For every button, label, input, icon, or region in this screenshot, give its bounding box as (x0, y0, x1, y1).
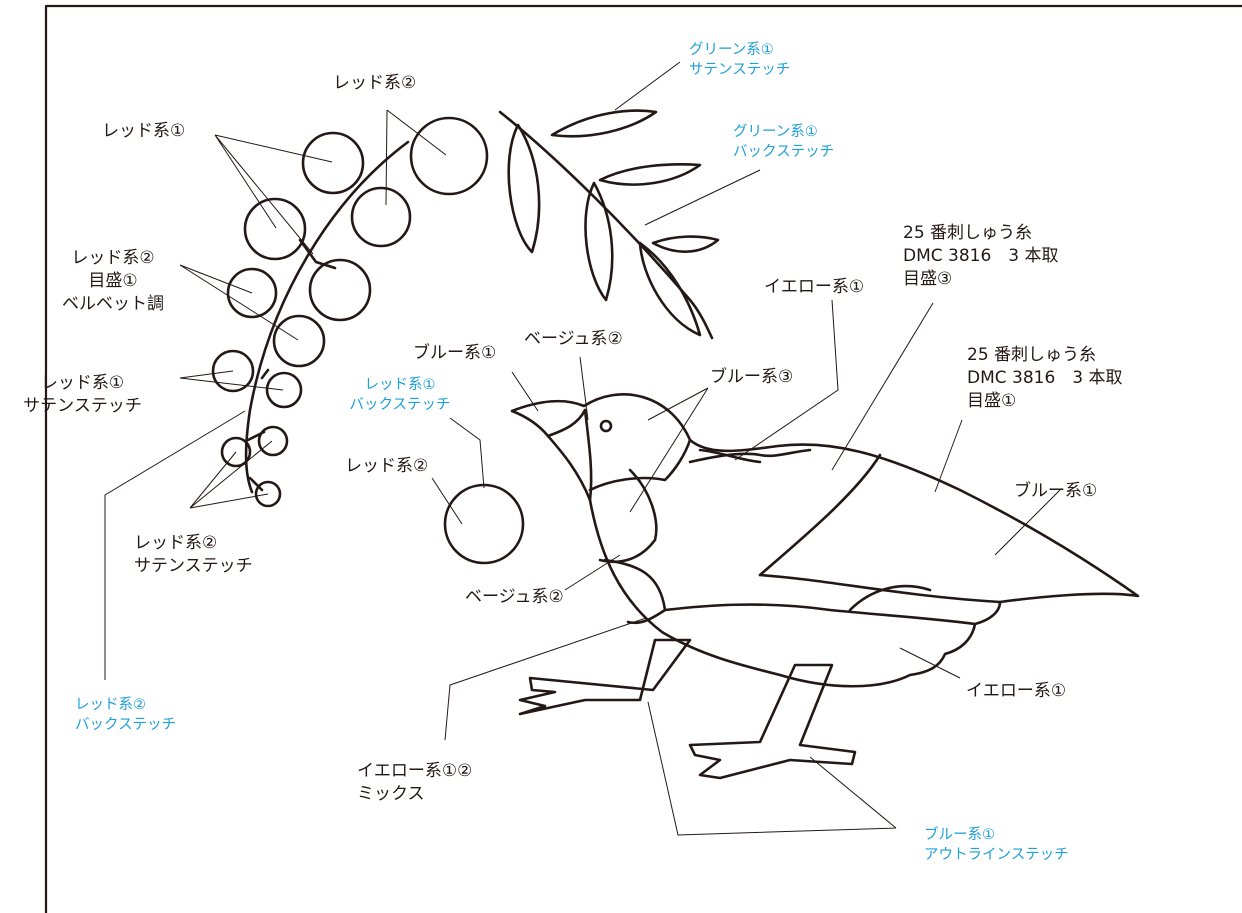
berry-circle (220, 436, 252, 468)
leader-line (734, 299, 839, 461)
leader-line (179, 370, 284, 391)
berry-circle (265, 371, 303, 409)
bird-body-outline (510, 393, 1140, 688)
label-red2-velvet: レッド系② 目盛① ベルベット調 (62, 248, 164, 314)
label-red2-back: レッド系② バックステッチ (75, 697, 177, 733)
label-yellow1-right: イエロー系① (966, 681, 1067, 701)
bird-wing-line (758, 573, 1002, 604)
berry-circle (350, 186, 412, 248)
leader-line (385, 109, 447, 206)
berry-circle (243, 197, 307, 261)
leader-line (934, 419, 963, 493)
bird-wing-fold-line (698, 448, 762, 464)
page-border (44, 4, 1242, 913)
label-red2-top: レッド系② (333, 73, 417, 93)
label-blue1-right: ブルー系① (1014, 481, 1098, 501)
bird-beak-line (546, 408, 587, 438)
berry-circle (301, 131, 365, 195)
bird-belly-line (663, 603, 977, 626)
label-blue3: ブルー系③ (710, 367, 794, 387)
berry-stem (260, 368, 270, 380)
leader-line (189, 440, 273, 509)
leaf (584, 181, 614, 302)
bird-wing-scallop (848, 584, 932, 612)
berry-stem (248, 476, 264, 492)
berry-circle (257, 425, 289, 457)
bird-cheek-line (588, 438, 692, 492)
label-beige2-bottom: ベージュ系② (465, 587, 564, 607)
label-beige2-top: ベージュ系② (524, 329, 623, 349)
leader-line (831, 302, 934, 471)
leader-line (214, 134, 333, 255)
berry-circle (409, 116, 489, 196)
leaf (598, 163, 702, 186)
label-red1-satin: レッド系① サテンステッチ (23, 373, 142, 416)
label-red1-top: レッド系① (102, 121, 186, 141)
leaf (651, 235, 720, 253)
label-green1-back: グリーン系① バックステッチ (733, 124, 835, 160)
leader-line (104, 410, 246, 680)
leaf (638, 241, 702, 337)
label-blue1-top: ブルー系① (413, 343, 497, 363)
berry-circle (226, 267, 278, 319)
label-blue1-outline: ブルー系① アウトラインステッチ (924, 827, 1069, 863)
leader-line (449, 417, 485, 489)
leader-line (564, 554, 621, 591)
label-thread-right: 25 番刺しゅう糸 DMC 3816 3 本取 目盛① (967, 345, 1123, 411)
berry-circle (254, 480, 282, 508)
leaf (550, 109, 658, 138)
berry-branch-stem (244, 140, 410, 494)
berry-circle (272, 314, 326, 368)
leaf (507, 123, 541, 254)
label-red1-back: レッド系① バックステッチ (349, 377, 451, 413)
bird-head-line (583, 408, 593, 502)
label-yellow-mix: イエロー系①② ミックス (357, 761, 473, 804)
leader-line (579, 356, 589, 421)
berry-stem (298, 238, 337, 270)
label-yellow1-top: イエロー系① (764, 277, 865, 297)
bird-leg (688, 663, 857, 780)
leader-line (899, 647, 961, 679)
leader-line (644, 169, 761, 226)
leader-line (614, 61, 681, 111)
berry-in-beak (443, 483, 525, 565)
bird-wing-line (758, 453, 882, 577)
leader-line (994, 489, 1061, 556)
bird-chest-line (603, 558, 667, 625)
bird-wing-top-line (688, 448, 812, 464)
leader-line (444, 617, 647, 741)
leader-line (431, 477, 463, 525)
berry-circle (211, 349, 255, 393)
label-red2-satin: レッド系② サテンステッチ (134, 533, 253, 576)
bird-eye (599, 419, 613, 433)
berry-circle (308, 258, 372, 322)
label-green1-satin: グリーン系① サテンステッチ (689, 42, 791, 78)
leader-line (629, 387, 709, 513)
label-red2-mid: レッド系② (345, 456, 429, 476)
leader-line (179, 264, 299, 341)
label-thread-top: 25 番刺しゅう糸 DMC 3816 3 本取 目盛③ (903, 223, 1059, 289)
leader-line (647, 701, 897, 836)
leader-line (511, 371, 539, 412)
leaf-branch-stem (498, 110, 714, 340)
bird-leg (518, 638, 692, 716)
